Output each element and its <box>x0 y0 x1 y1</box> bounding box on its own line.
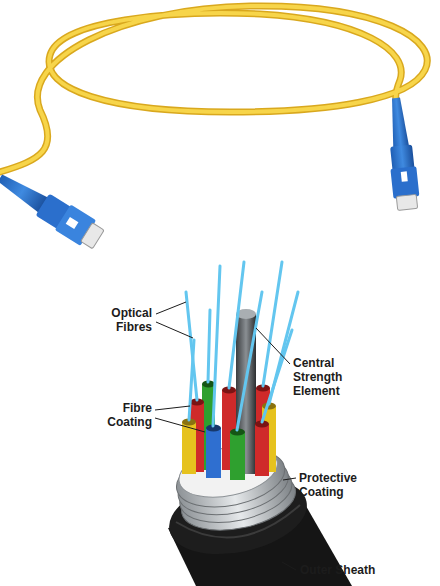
leader-lines <box>156 302 186 314</box>
leader-lines <box>282 562 296 570</box>
sc-connector <box>390 166 419 199</box>
patch-cable <box>0 6 427 172</box>
sc-connector <box>0 165 106 252</box>
sc-connector <box>401 171 408 182</box>
optical-fibres <box>213 266 220 426</box>
optical-fibres <box>189 340 194 420</box>
leader-lines <box>256 328 290 364</box>
optical-fibres <box>237 292 262 430</box>
cable-cutaway <box>162 262 352 586</box>
patch-cable <box>0 6 427 172</box>
fibre-tubes <box>206 428 221 478</box>
part-label: Protective Coating <box>299 471 371 499</box>
fibre-tubes <box>230 432 245 480</box>
sc-connector <box>66 217 79 229</box>
sc-connector <box>383 97 421 211</box>
leader-lines <box>155 406 190 410</box>
part-label: Optical Fibres <box>86 306 152 334</box>
optical-fibres <box>229 262 244 388</box>
sc-connector <box>388 97 409 148</box>
patch-cable <box>0 6 427 172</box>
part-label: Central Strength Element <box>293 356 357 398</box>
sc-connector <box>81 223 105 249</box>
optical-fibres <box>208 310 210 382</box>
leader-lines <box>155 302 296 570</box>
optical-fibres <box>262 330 292 422</box>
part-label: Fibre Coating <box>92 401 152 429</box>
leader-lines <box>156 322 193 338</box>
leader-lines <box>283 478 296 480</box>
leader-lines <box>155 418 205 432</box>
fibre-tubes <box>182 422 196 474</box>
part-label: Outer Sheath <box>300 563 400 577</box>
optical-fibres <box>186 262 298 430</box>
sc-connector <box>396 194 417 210</box>
fibre-tubes <box>255 424 269 476</box>
